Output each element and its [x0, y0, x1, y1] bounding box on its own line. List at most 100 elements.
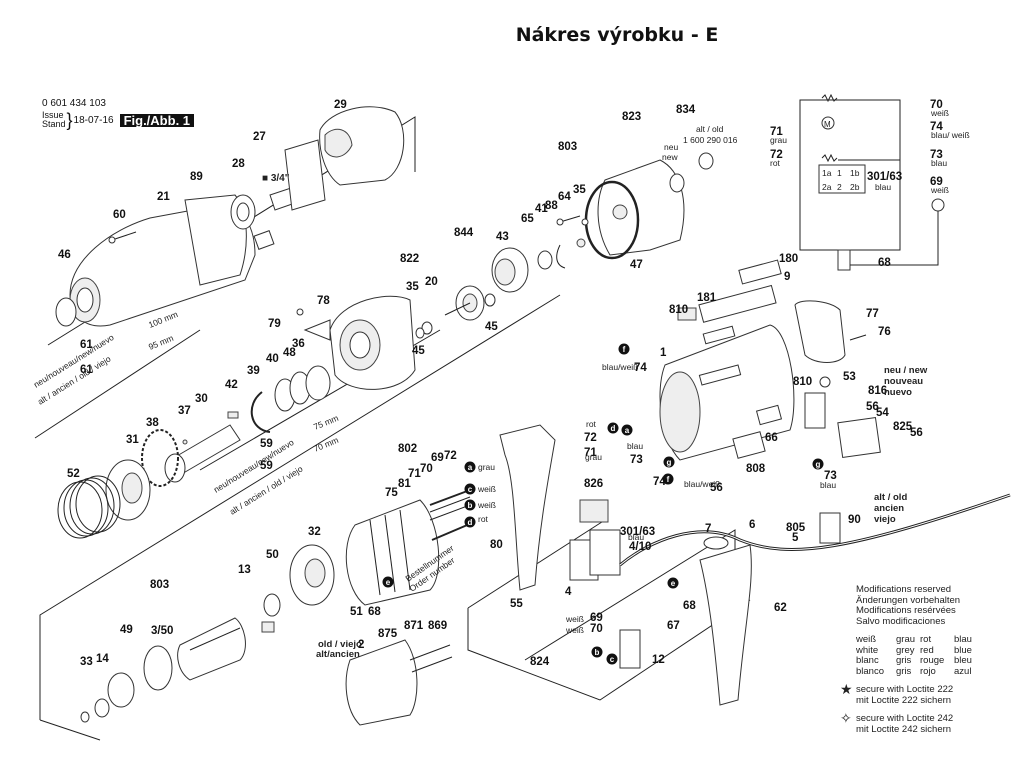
part-label: 14: [96, 653, 109, 665]
wire-marker-letter: g: [667, 458, 672, 467]
wire-marker-letter: d: [468, 518, 473, 527]
part-label: 61: [80, 364, 93, 376]
figure-label: Fig./Abb. 1: [119, 113, 195, 127]
part-number: 0 601 434 103: [42, 98, 106, 109]
wire-marker-letter: b: [595, 648, 600, 657]
part-label: 59: [260, 460, 273, 472]
schematic-301-63: 301/63: [867, 171, 902, 183]
mod-line: Änderungen vorbehalten: [856, 594, 961, 606]
schematic-68: 68: [878, 257, 891, 269]
part-label: 71: [584, 447, 597, 459]
old-part-number: 1 600 290 016: [683, 135, 738, 145]
length-75mm: 75 mm: [312, 413, 340, 432]
wire-color-label: grau: [478, 462, 495, 472]
wire-marker-d: [464, 516, 476, 528]
part-822-gear-housing: [329, 295, 416, 390]
part-52-spring: [57, 475, 121, 539]
part-square-drive-block: [253, 230, 275, 250]
part-36-hammer: [305, 365, 331, 401]
alt-old-label: alt / old: [696, 124, 724, 134]
part-28-ring: [230, 194, 256, 230]
schematic-72-color: rot: [770, 158, 781, 168]
part-label: 5: [792, 532, 799, 544]
resistor-icon-2: [821, 153, 838, 163]
schematic-73: 73: [930, 149, 943, 161]
part-label: 9: [784, 271, 790, 283]
terminal-1a: 1a: [822, 168, 832, 178]
color-cell: rojo: [920, 665, 936, 677]
wire-marker-letter: a: [625, 426, 630, 435]
motor-symbol: [821, 116, 835, 130]
wire-marker-letter: g: [816, 460, 821, 469]
part-label: 826: [584, 478, 603, 490]
part-label: 7: [705, 523, 711, 535]
wire-color-label: rot: [586, 419, 597, 429]
part-844-gear: [444, 285, 485, 321]
motor-label: M: [824, 120, 831, 129]
part-90-brush-holder-old: [819, 512, 841, 544]
schematic-74-color: blau/ weiß: [931, 130, 970, 140]
part-label: 871: [404, 620, 424, 632]
terminal-1: 1: [837, 168, 842, 178]
part-label: 180: [779, 253, 798, 265]
part-label: 2: [358, 639, 364, 651]
wire-marker-letter: f: [667, 475, 670, 484]
part-label: 808: [746, 463, 766, 475]
part-label: 70: [420, 463, 433, 475]
ancien-label: ancien: [874, 503, 904, 514]
issue-label: Issue: [42, 110, 64, 120]
part-label: 49: [120, 624, 133, 636]
part-14-bearing: [94, 698, 110, 718]
part-label: 30: [195, 393, 208, 405]
color-cell: grey: [896, 644, 915, 656]
part-label: 72: [444, 450, 457, 462]
color-cell: blanc: [856, 655, 879, 666]
new-label: new: [662, 152, 678, 162]
part-180-label: [738, 259, 782, 285]
part-label: 28: [232, 158, 245, 170]
schematic-71: 71: [770, 126, 783, 138]
part-29-socket: [319, 106, 405, 186]
terminal-2a: 2a: [822, 182, 832, 192]
part-label: 869: [428, 620, 447, 632]
part-label: 78: [317, 295, 330, 307]
wire-color-label: weiß: [477, 500, 496, 510]
part-64-washer: [581, 218, 589, 226]
part-45-washer-2: [421, 321, 433, 335]
part-label: 56: [910, 427, 923, 439]
loctite-242-note: ✧ secure with Loctite 242 mit Loctite 24…: [840, 711, 980, 735]
part-label: 60: [113, 209, 126, 221]
part-label: 72: [584, 432, 597, 444]
part-label: 12: [652, 654, 665, 666]
part-label: 803: [150, 579, 169, 591]
wire-marker-g: [812, 458, 824, 470]
part-62-handle-half: [699, 544, 752, 706]
part-12-capacitor: [619, 629, 641, 669]
part-label: 69: [431, 452, 444, 464]
color-cell: blau: [954, 634, 972, 645]
part-label: 36: [292, 338, 305, 350]
part-4-switch-body: [569, 529, 621, 581]
part-816-brush-holder: [804, 392, 826, 429]
part-label: 822: [400, 253, 419, 265]
part-label: 56: [866, 401, 879, 413]
part-label: 39: [247, 365, 260, 377]
schematic-72: 72: [770, 149, 783, 161]
part-78-clip: [303, 319, 331, 341]
part-label: 35: [573, 184, 586, 196]
part-label: 53: [843, 371, 856, 383]
part-39-circlip: [250, 391, 271, 433]
frame-lines: [34, 116, 751, 741]
schematic-71-color: grau: [770, 135, 787, 145]
color-cell: rouge: [920, 655, 945, 666]
part-label: 56: [710, 482, 723, 494]
old-viejo-label: old / viejo: [318, 639, 362, 650]
wire-marker-e: [382, 576, 394, 588]
part-label: 65: [521, 213, 534, 225]
part-60-screw: [108, 231, 137, 244]
part-825-cover: [837, 416, 881, 459]
wire-marker-c: [606, 653, 618, 665]
part-label: 50: [266, 549, 279, 561]
